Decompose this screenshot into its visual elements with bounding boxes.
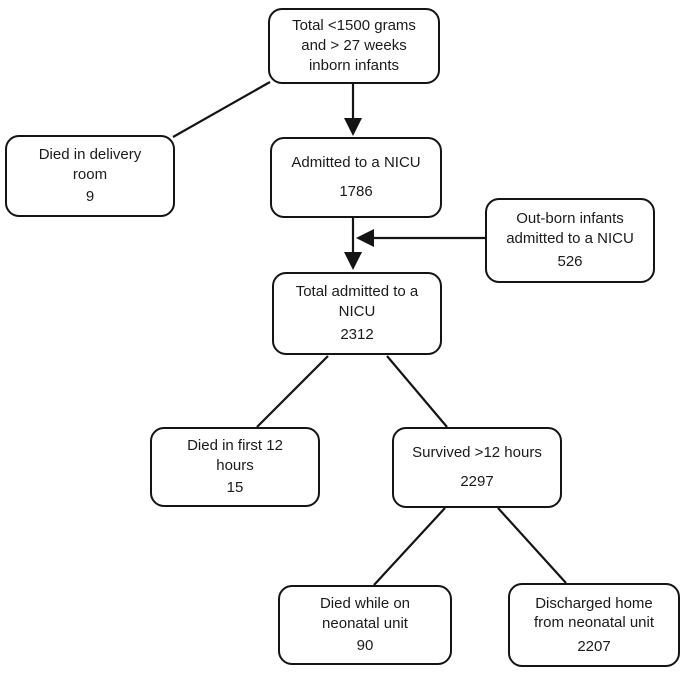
arrowhead-total-to-admitted xyxy=(344,118,362,136)
flow-box-label: Admitted to a NICU xyxy=(291,154,421,172)
flow-box-admitted-nicu: Admitted to a NICU 1786 xyxy=(270,137,442,218)
flow-box-value: 90 xyxy=(356,637,374,654)
flow-box-value: 15 xyxy=(226,479,244,496)
flow-box-survived-12-hours: Survived >12 hours 2297 xyxy=(392,427,562,508)
flow-box-label: Discharged home from neonatal unit xyxy=(533,594,655,632)
flow-box-value: 2297 xyxy=(460,473,494,491)
flow-box-label: Died in delivery room xyxy=(38,145,142,183)
flow-box-label: Survived >12 hours xyxy=(412,444,542,462)
arrowhead-outborn-to-junction xyxy=(356,229,374,247)
flow-box-died-delivery-room: Died in delivery room 9 xyxy=(5,135,175,217)
flow-box-inborn-total: Total <1500 grams and > 27 weeks inborn … xyxy=(268,8,440,84)
flow-box-value: 2207 xyxy=(577,637,611,655)
flow-box-label: Died while on neonatal unit xyxy=(319,595,411,632)
flow-box-label: Died in first 12 hours xyxy=(187,437,283,474)
flow-box-died-neonatal-unit: Died while on neonatal unit 90 xyxy=(278,585,452,665)
flow-box-died-first-12-hours: Died in first 12 hours 15 xyxy=(150,427,320,507)
connector-survived-to-discharged xyxy=(497,507,567,584)
flow-box-label: Total admitted to a NICU xyxy=(295,283,419,320)
flow-box-label: Total <1500 grams and > 27 weeks inborn … xyxy=(292,17,416,74)
connector-survived-to-diedneonatal xyxy=(373,507,446,586)
flow-box-outborn-admitted: Out-born infants admitted to a NICU 526 xyxy=(485,198,655,283)
connector-totaladmitted-to-survived xyxy=(386,355,448,428)
flow-box-total-admitted: Total admitted to a NICU 2312 xyxy=(272,272,442,355)
flow-box-value: 9 xyxy=(85,188,95,206)
flow-box-value: 526 xyxy=(557,253,583,271)
flow-box-value: 2312 xyxy=(340,326,374,343)
flow-box-value: 1786 xyxy=(339,183,373,201)
flow-box-discharged-home: Discharged home from neonatal unit 2207 xyxy=(508,583,680,667)
arrowhead-admitted-to-totaladmitted xyxy=(344,252,362,270)
connector-total-to-delivery xyxy=(172,81,271,138)
flow-box-label: Out-born infants admitted to a NICU xyxy=(506,209,634,247)
connector-totaladmitted-to-died12 xyxy=(256,355,329,428)
